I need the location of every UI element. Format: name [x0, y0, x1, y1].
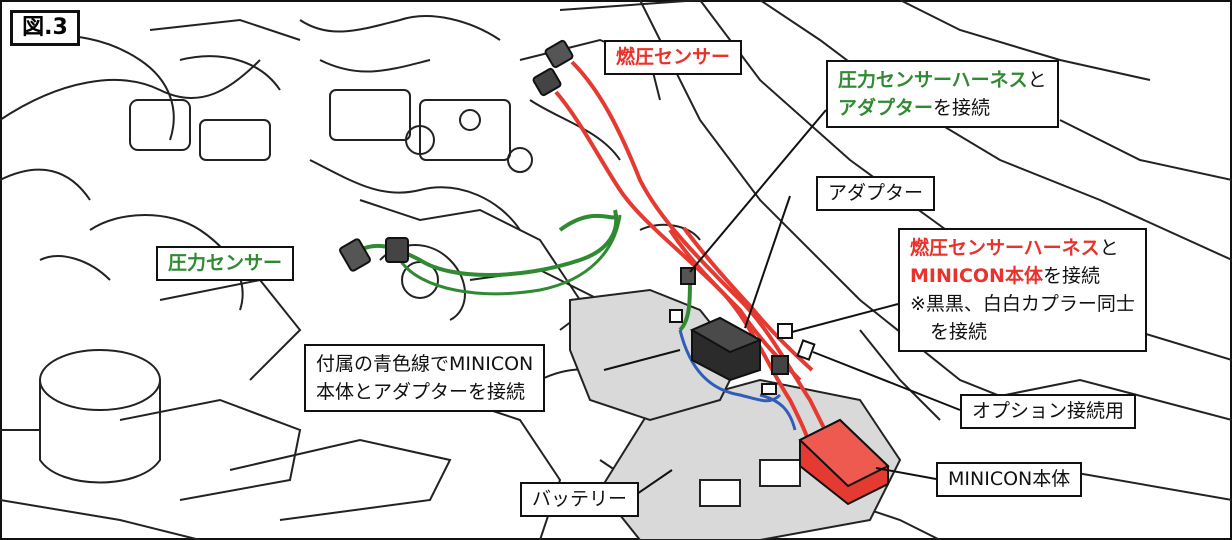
fuel-sensor-label: 燃圧センサー	[604, 40, 743, 75]
adapter-connector	[669, 309, 683, 323]
fuel-harness-minicon-line-4: を接続	[930, 321, 988, 343]
conjunction-text: と	[1027, 69, 1047, 91]
connect-text: を接続	[933, 97, 991, 119]
minicon-unit	[798, 418, 890, 506]
battery-label: バッテリー	[520, 482, 640, 517]
intake-shape	[569, 288, 742, 422]
battery-terminal	[759, 459, 801, 487]
blue-wire-terminal	[761, 383, 777, 395]
pressure-harness-adapter-label: 圧力センサーハーネスと アダプターを接続	[826, 60, 1059, 128]
conjunction-text: と	[1099, 237, 1119, 259]
adapter-connector	[680, 267, 696, 285]
blue-wire-label: 付属の青色線でMINICON 本体とアダプターを接続	[304, 344, 546, 412]
leader-lines	[603, 109, 961, 497]
adapter-label: アダプター	[816, 176, 936, 211]
figure-number-label: 図.3	[10, 10, 80, 46]
minicon-body-label: MINICON本体	[936, 462, 1083, 497]
pressure-harness-text: 圧力センサーハーネス	[838, 69, 1028, 91]
fuel-harness-text: 燃圧センサーハーネス	[910, 237, 1100, 259]
fuel-harness-minicon-line-3: ※黒黒、白白カプラー同士	[910, 293, 1135, 315]
fuel-harness-minicon-line-1: 燃圧センサーハーネスと	[910, 234, 1135, 262]
pressure-sensor-wire	[398, 214, 622, 296]
fuel-harness-minicon-line-2: MINICON本体を接続	[910, 262, 1135, 290]
fuel-sensor-connector	[532, 39, 574, 97]
blue-wire-label-line-1: 付属の青色線でMINICON	[316, 353, 534, 375]
blue-connection-wire	[678, 329, 782, 403]
black-coupler	[771, 355, 789, 375]
fuel-harness-minicon-label: 燃圧センサーハーネスと MINICON本体を接続 ※黒黒、白白カプラー同士 を接…	[898, 228, 1147, 352]
adapter-green-wire	[678, 279, 692, 332]
pressure-harness-adapter-line-2: アダプターを接続	[838, 94, 1047, 122]
blue-wire-label-line-2: 本体とアダプターを接続	[316, 381, 526, 403]
adapter-text: アダプター	[838, 97, 934, 119]
blue-connection-wire	[759, 393, 797, 431]
adapter-box	[689, 316, 763, 382]
pressure-sensor-connector	[339, 237, 409, 272]
pressure-harness-adapter-line-1: 圧力センサーハーネスと	[838, 66, 1047, 94]
battery-terminal	[699, 479, 741, 507]
white-coupler	[777, 323, 793, 339]
minicon-body-text: MINICON本体	[910, 265, 1043, 287]
pressure-sensor-wire	[359, 209, 619, 277]
connect-text: を接続	[1042, 265, 1100, 287]
pressure-sensor-label-text: 圧力センサー	[168, 252, 283, 274]
fuel-sensor-label-text: 燃圧センサー	[616, 46, 731, 68]
option-connection-label: オプション接続用	[960, 394, 1137, 429]
option-coupler	[796, 339, 816, 361]
pressure-sensor-label: 圧力センサー	[156, 246, 295, 281]
